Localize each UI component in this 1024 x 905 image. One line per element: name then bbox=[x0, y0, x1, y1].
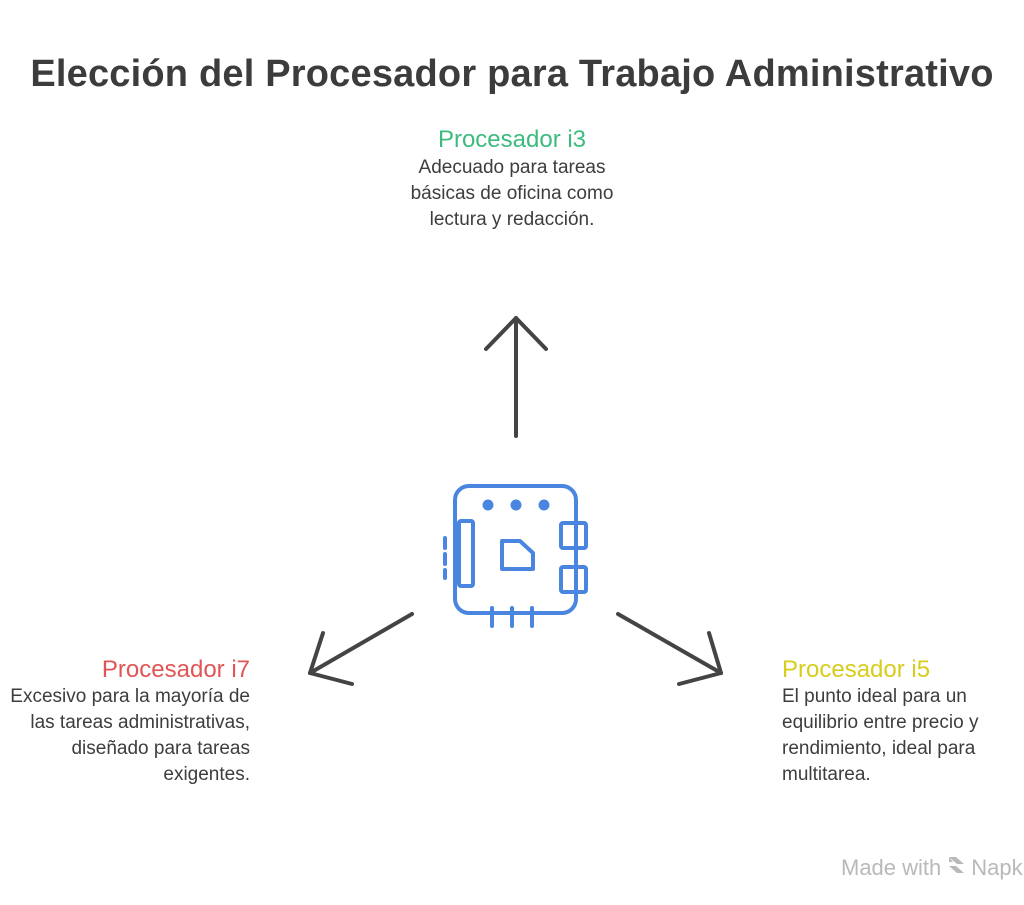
arrow-down-right-icon bbox=[616, 612, 723, 686]
page-title: Elección del Procesador para Trabajo Adm… bbox=[30, 53, 994, 96]
arrow-up-icon bbox=[484, 316, 548, 438]
napkin-logo-icon bbox=[947, 853, 967, 884]
option-i3-description: Adecuado para tareas básicas de oficina … bbox=[410, 157, 614, 230]
option-i7-title: Procesador i7 bbox=[101, 656, 250, 683]
processor-chip-icon bbox=[443, 484, 588, 628]
option-i5-title: Procesador i5 bbox=[782, 656, 931, 683]
watermark-brand: Napkin bbox=[971, 855, 1024, 880]
arrow-down-left-icon bbox=[308, 612, 414, 686]
option-i7-description: Excesivo para la mayoría de las tareas a… bbox=[10, 686, 250, 785]
watermark-prefix: Made with bbox=[841, 855, 942, 880]
option-i3-title: Procesador i3 bbox=[437, 126, 587, 153]
made-with-watermark[interactable]: Made with Napkin bbox=[841, 852, 1024, 884]
option-i5-description: El punto ideal para un equilibrio entre … bbox=[782, 686, 979, 785]
